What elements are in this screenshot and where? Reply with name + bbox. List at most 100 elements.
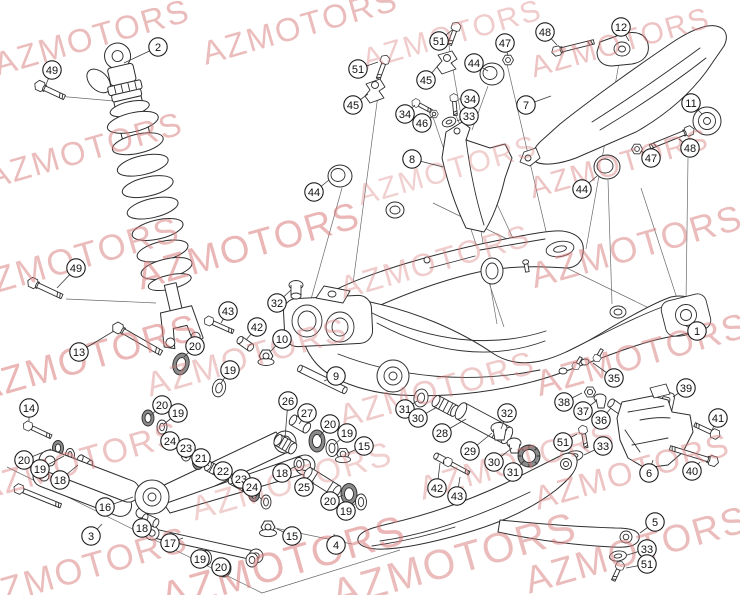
callout-circle[interactable] (247, 317, 267, 337)
callout-7[interactable]: 7 (516, 95, 552, 115)
callout-9[interactable]: 9 (323, 366, 346, 386)
callout-circle[interactable] (681, 93, 701, 113)
callout-circle[interactable] (495, 33, 515, 53)
callout-circle[interactable] (337, 423, 357, 443)
callout-circle[interactable] (460, 89, 480, 109)
callout-19[interactable]: 19 (30, 455, 65, 479)
callout-circle[interactable] (676, 378, 696, 398)
callout-18[interactable]: 18 (50, 464, 79, 490)
callout-13[interactable]: 13 (69, 330, 115, 362)
callout-21[interactable]: 21 (191, 448, 211, 468)
callout-circle[interactable] (160, 431, 180, 451)
callout-43[interactable]: 43 (447, 476, 467, 506)
callout-circle[interactable] (591, 410, 611, 430)
callout-circle[interactable] (297, 403, 317, 423)
callout-33[interactable]: 33 (456, 106, 479, 126)
callout-circle[interactable] (213, 461, 233, 481)
callout-circle[interactable] (30, 459, 50, 479)
callout-43[interactable]: 43 (218, 301, 238, 324)
callout-20[interactable]: 20 (149, 395, 172, 417)
callout-circle[interactable] (42, 60, 62, 80)
callout-circle[interactable] (278, 391, 298, 411)
callout-47[interactable]: 47 (495, 33, 515, 57)
callout-6[interactable]: 6 (639, 459, 659, 483)
callout-51[interactable]: 51 (625, 554, 657, 574)
callout-circle[interactable] (354, 436, 374, 456)
callout-47[interactable]: 47 (640, 148, 661, 168)
callout-22[interactable]: 22 (213, 461, 233, 481)
callout-circle[interactable] (395, 104, 415, 124)
callout-33[interactable]: 33 (583, 436, 613, 456)
callout-circle[interactable] (132, 518, 152, 538)
callout-circle[interactable] (326, 535, 346, 555)
callout-circle[interactable] (573, 401, 593, 421)
callout-4[interactable]: 4 (326, 533, 346, 555)
callout-circle[interactable] (427, 478, 447, 498)
callout-31[interactable]: 31 (503, 459, 526, 482)
callout-circle[interactable] (484, 452, 504, 472)
callout-29[interactable]: 29 (460, 432, 493, 461)
callout-51[interactable]: 51 (429, 29, 453, 51)
callout-circle[interactable] (639, 463, 659, 483)
callout-27[interactable]: 27 (297, 403, 317, 425)
callout-circle[interactable] (294, 477, 314, 497)
callout-15[interactable]: 15 (347, 436, 374, 456)
callout-45[interactable]: 45 (416, 62, 441, 90)
callout-39[interactable]: 39 (672, 378, 696, 398)
callout-circle[interactable] (272, 463, 292, 483)
callout-circle[interactable] (66, 258, 86, 278)
callout-16[interactable]: 16 (95, 496, 134, 517)
callout-circle[interactable] (553, 432, 573, 452)
callout-37[interactable]: 37 (573, 400, 597, 421)
callout-circle[interactable] (168, 403, 188, 423)
callout-circle[interactable] (348, 59, 368, 79)
callout-circle[interactable] (464, 53, 484, 73)
callout-15[interactable]: 15 (276, 526, 302, 546)
callout-51[interactable]: 51 (553, 432, 578, 452)
callout-46[interactable]: 46 (412, 113, 434, 133)
callout-32[interactable]: 32 (497, 403, 517, 430)
callout-circle[interactable] (272, 329, 292, 349)
callout-2[interactable]: 2 (123, 37, 168, 64)
callout-17[interactable]: 17 (160, 533, 184, 553)
callout-10[interactable]: 10 (269, 329, 292, 353)
callout-24[interactable]: 24 (242, 477, 262, 500)
callout-38[interactable]: 38 (554, 392, 583, 412)
callout-circle[interactable] (282, 526, 302, 546)
callout-circle[interactable] (412, 113, 432, 133)
callout-8[interactable]: 8 (402, 149, 444, 169)
callout-3[interactable]: 3 (81, 523, 103, 546)
callout-36[interactable]: 36 (591, 407, 612, 430)
callout-19[interactable]: 19 (333, 423, 357, 446)
callout-30[interactable]: 30 (484, 447, 513, 472)
callout-circle[interactable] (326, 366, 346, 386)
callout-35[interactable]: 35 (592, 362, 624, 388)
callout-circle[interactable] (680, 138, 700, 158)
callout-circle[interactable] (503, 462, 523, 482)
callout-41[interactable]: 41 (708, 408, 728, 431)
callout-circle[interactable] (593, 436, 613, 456)
callout-circle[interactable] (320, 414, 340, 434)
callout-42[interactable]: 42 (427, 462, 447, 498)
callout-19[interactable]: 19 (190, 549, 210, 569)
callout-51[interactable]: 51 (348, 59, 379, 79)
callout-circle[interactable] (447, 486, 467, 506)
callout-49[interactable]: 49 (56, 258, 86, 289)
callout-34[interactable]: 34 (459, 89, 480, 109)
callout-24[interactable]: 24 (160, 431, 184, 452)
callout-circle[interactable] (343, 95, 363, 115)
callout-circle[interactable] (191, 448, 211, 468)
callout-circle[interactable] (611, 17, 631, 37)
callout-5[interactable]: 5 (639, 512, 665, 534)
callout-circle[interactable] (19, 398, 39, 418)
callout-circle[interactable] (185, 336, 205, 356)
callout-circle[interactable] (69, 342, 89, 362)
callout-circle[interactable] (95, 497, 115, 517)
callout-circle[interactable] (687, 321, 707, 341)
callout-11[interactable]: 11 (681, 93, 703, 115)
callout-circle[interactable] (176, 438, 196, 458)
callout-circle[interactable] (460, 441, 480, 461)
callout-circle[interactable] (572, 179, 592, 199)
callout-circle[interactable] (429, 31, 449, 51)
callout-circle[interactable] (554, 392, 574, 412)
